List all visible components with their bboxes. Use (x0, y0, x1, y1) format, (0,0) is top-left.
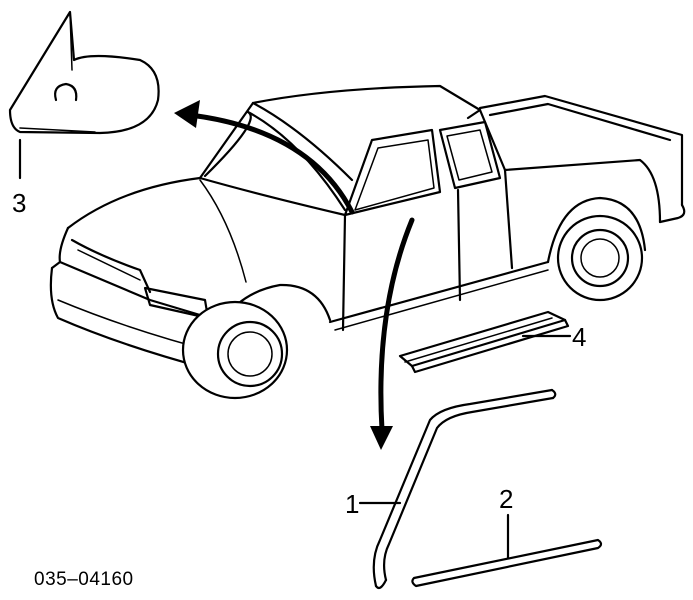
arrows (174, 100, 415, 450)
callout-4: 4 (572, 322, 586, 352)
belt-molding-part (411, 513, 603, 588)
callout-1: 1 (345, 489, 359, 519)
door-molding-part (358, 388, 557, 590)
part-code: 035–04160 (34, 569, 134, 590)
callout-2: 2 (499, 484, 513, 514)
pickup-truck (49, 84, 686, 400)
side-mirror-part (8, 10, 160, 180)
rocker-molding-part (398, 310, 572, 374)
callout-3: 3 (12, 188, 26, 218)
